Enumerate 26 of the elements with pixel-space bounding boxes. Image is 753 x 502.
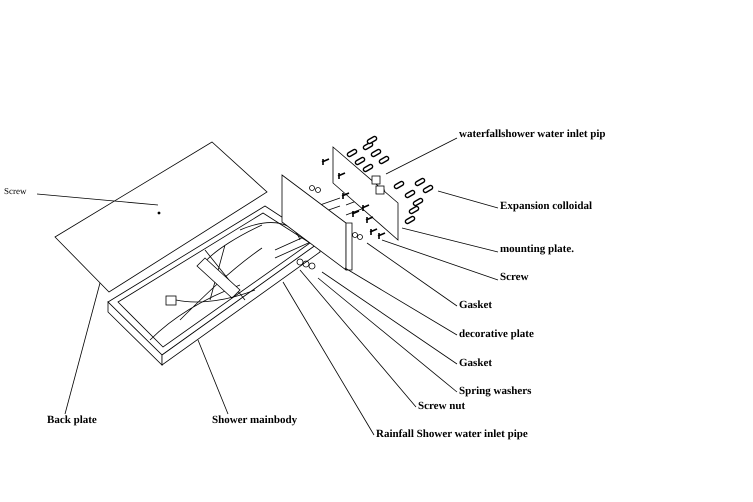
part-label: Screw bbox=[4, 187, 26, 196]
leader-line bbox=[64, 282, 100, 414]
leader-line bbox=[322, 272, 458, 364]
part-label: Gasket bbox=[459, 358, 492, 369]
leader-line bbox=[386, 138, 458, 174]
leader-line bbox=[36, 194, 158, 206]
part-label: Expansion colloidal bbox=[500, 201, 592, 212]
part-label: Rainfall Shower water inlet pipe bbox=[376, 429, 528, 440]
part-label: Back plate bbox=[47, 415, 97, 426]
leader-line bbox=[366, 242, 458, 306]
part-label: Screw nut bbox=[418, 401, 466, 412]
part-label: Gasket bbox=[459, 300, 492, 311]
leader-line bbox=[382, 240, 498, 280]
part-label: Screw bbox=[500, 272, 529, 283]
leader-line bbox=[438, 190, 498, 208]
leader-line bbox=[300, 270, 416, 408]
part-label: decorative plate bbox=[459, 329, 534, 340]
leader-line bbox=[318, 278, 458, 392]
leader-line bbox=[402, 228, 498, 252]
part-label: Shower mainbody bbox=[212, 415, 298, 426]
leader-line bbox=[198, 340, 228, 414]
part-label: waterfallshower water inlet pip bbox=[459, 129, 606, 140]
leader-line bbox=[282, 282, 374, 436]
part-label: Spring washers bbox=[459, 386, 532, 397]
part-label: mounting plate. bbox=[500, 244, 574, 255]
leader-line bbox=[344, 268, 458, 336]
